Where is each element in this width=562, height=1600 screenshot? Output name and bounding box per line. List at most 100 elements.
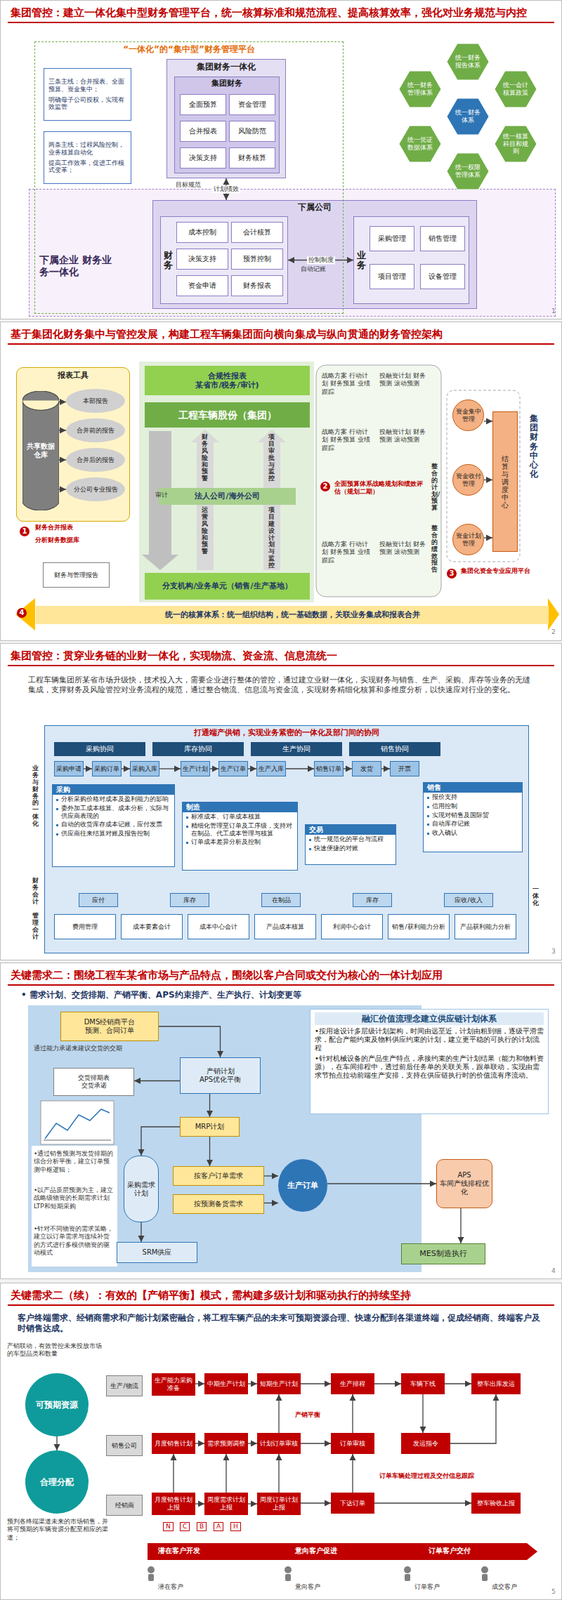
process-box: SRM供应 xyxy=(116,1242,198,1264)
node-text: 按预测备货需求 xyxy=(193,1200,244,1210)
process-box: 生产能力采购准备 xyxy=(151,1374,196,1397)
person-icon xyxy=(403,1567,411,1575)
callout-box: 制造标准成本、订单成本核算精细化管理至订单及工序级，支持对在制品、代工成本管理与… xyxy=(181,802,298,872)
function-box: 采购管理 xyxy=(369,226,415,252)
process-box: 整车出库发运 xyxy=(471,1374,521,1396)
node-text: 需求预测调整 xyxy=(207,1440,246,1449)
account-box: 库存 xyxy=(170,893,210,908)
node-text: 库存 xyxy=(366,897,379,905)
node-text: 统一财务管理体系 xyxy=(406,81,435,97)
process-box: 销售订单 xyxy=(314,761,344,777)
connector xyxy=(134,1081,180,1082)
node-text: 资金收付管理 xyxy=(455,472,482,489)
process-box: 短期生产计划 xyxy=(257,1374,301,1396)
note-box: 融汇价值流理念建立供应链计划体系•按用途设计多层级计划架构，时间由远至近，计划由… xyxy=(309,1009,549,1115)
node-text: DMS经销商平台 xyxy=(84,1018,136,1028)
label-text: •针对不同物资的需求策略，建立以订单需求与连续补货的方式进行多模供物资的驱动模式 xyxy=(33,1225,114,1258)
node-text: 两条主线：过程风险控制，业务核算自动化 xyxy=(48,141,127,157)
function-box: 风险防范 xyxy=(229,120,276,142)
connector xyxy=(247,768,257,770)
region-fill xyxy=(0,643,562,962)
hexagon-shape xyxy=(494,125,537,163)
label-text: 一体化 xyxy=(532,886,539,908)
report-oval: 分公司专业报告 xyxy=(66,477,126,502)
node-text: 资金申请 xyxy=(188,281,217,291)
region-fill xyxy=(160,216,289,305)
person-icon xyxy=(481,1575,488,1583)
page-number: 2 xyxy=(551,628,556,637)
connector xyxy=(450,1395,496,1445)
connector xyxy=(300,1383,331,1385)
process-box: 交货排期表交货承诺 xyxy=(53,1068,135,1097)
node-text: 三条主线：合并报表、全面预算、资金集中； xyxy=(48,77,127,94)
node-text: 发运指令 xyxy=(413,1440,439,1449)
region-fill xyxy=(353,216,470,305)
note-box: 三条主线：合并报表、全面预算、资金集中；明确母子公司授权，实现有效监管 xyxy=(43,68,132,121)
node-text: 统一的核算体系：统一组织结构，统一基础数据，关联业务集成和报表合并 xyxy=(165,610,421,620)
node-text: 统一财务报告体系 xyxy=(453,54,482,70)
function-box: 财务核算 xyxy=(229,147,276,169)
report-tool-box: 报表工具共享数据仓库本部报告合并前的报告合并后的报告分公司专业报告 xyxy=(16,367,130,522)
process-box: 需求预测调整 xyxy=(204,1433,248,1455)
node-text: 生产能力采购准备 xyxy=(153,1377,194,1394)
label-text: • 需求计划、交货排期、产销平衡、APS约束排产、生产执行、计划变更等 xyxy=(21,990,541,1002)
process-box: 周度需求计划上报 xyxy=(204,1493,248,1516)
connector xyxy=(343,768,352,770)
label-text: 订单客户 xyxy=(414,1584,440,1592)
node-text: 生产订单 xyxy=(220,765,246,774)
node-text: 车间产线排程优化 xyxy=(439,1180,490,1198)
label-text: 通过能力承诺来建议交货的交期 xyxy=(33,1045,123,1054)
node-text: 结算与调度中心 xyxy=(501,455,509,510)
node-text: 自动库存记账 xyxy=(423,819,522,829)
node-text: 实现对销售及国际贸 xyxy=(423,811,522,821)
region-fill xyxy=(174,76,280,174)
connector xyxy=(159,768,181,770)
connector xyxy=(158,1027,221,1058)
flow-region: 打通端产供销，实现业务紧密的一体化及部门间的协同采购协同库存协同生产协同销售协同… xyxy=(44,725,529,954)
connector xyxy=(209,1094,211,1118)
node-text: 资金计划管理 xyxy=(455,532,482,548)
connector xyxy=(444,1383,472,1385)
region-fill xyxy=(0,321,562,642)
function-box: 设备管理 xyxy=(420,264,466,290)
fund-circle: 资金集中管理 xyxy=(452,399,485,432)
label-text: 集团化资金专业应用平台 xyxy=(460,567,531,576)
node-text: 合并前的报告 xyxy=(76,427,115,435)
label-text: 产销联动，有效管控未来投放市场的车型品类和数量 xyxy=(7,1343,102,1360)
connector xyxy=(195,1383,205,1385)
label-text: A xyxy=(213,1523,224,1533)
node-text: 报价支持 xyxy=(423,793,522,803)
process-box: 按预测备货需求 xyxy=(172,1194,265,1215)
node-text: 共享数据仓库 xyxy=(26,442,55,460)
label-text: 客户终端需求、经销商需求和产能计划紧密融合，将工程车辆产品的未来可预期资源合理、… xyxy=(17,1313,545,1335)
process-box: 整车验收上报 xyxy=(471,1493,521,1515)
node-text: 采购订单 xyxy=(94,765,120,774)
connector-label: 计划绩效 xyxy=(212,185,241,194)
account-box: 成本要素会计 xyxy=(120,914,183,940)
node-text: 风险防范 xyxy=(238,127,267,136)
connector xyxy=(56,1437,57,1452)
node-text: 预测、合同订单 xyxy=(85,1027,135,1036)
callout-box: 采购分析采购价格对成本及盈利能力的影响委外加工成本核算、成本分析，实际与供应商表… xyxy=(51,784,175,868)
connector xyxy=(59,459,67,461)
node-text: 分支机构/业务单元（销售/生产基地） xyxy=(162,581,292,591)
mini-chart xyxy=(40,1101,114,1146)
node-text: APS xyxy=(457,1171,471,1181)
level-bar: 工程车辆股份（集团） xyxy=(144,402,310,428)
process-box: 月度销售计划上报 xyxy=(151,1493,196,1516)
node-text: 法人公司/海外公司 xyxy=(194,491,260,501)
column-header: 采购协同 xyxy=(54,742,146,757)
arrow-head xyxy=(15,598,36,631)
page-number: 1 xyxy=(551,307,556,316)
row-header: 生产/物流 xyxy=(106,1376,143,1398)
label-text: •通过销售预测与发货排期的综合分析平衡，建立订单预测中枢逻辑； xyxy=(33,1150,114,1175)
process-box: 采购申请 xyxy=(54,761,84,777)
level-bar: 法人公司/海外公司 xyxy=(158,488,296,506)
process-box: APS车间产线排程优化 xyxy=(436,1159,493,1210)
slide-panel: 基于集团化财务集中与管控发展，构建工程车辆集团面向横向集成与纵向贯通的财务管控架… xyxy=(0,321,562,642)
node-text: 合理分配 xyxy=(40,1478,74,1488)
connector xyxy=(195,1443,205,1445)
order-circle: 生产订单 xyxy=(278,1159,328,1213)
row-header: 经销商 xyxy=(106,1495,143,1517)
connector xyxy=(374,1503,472,1505)
